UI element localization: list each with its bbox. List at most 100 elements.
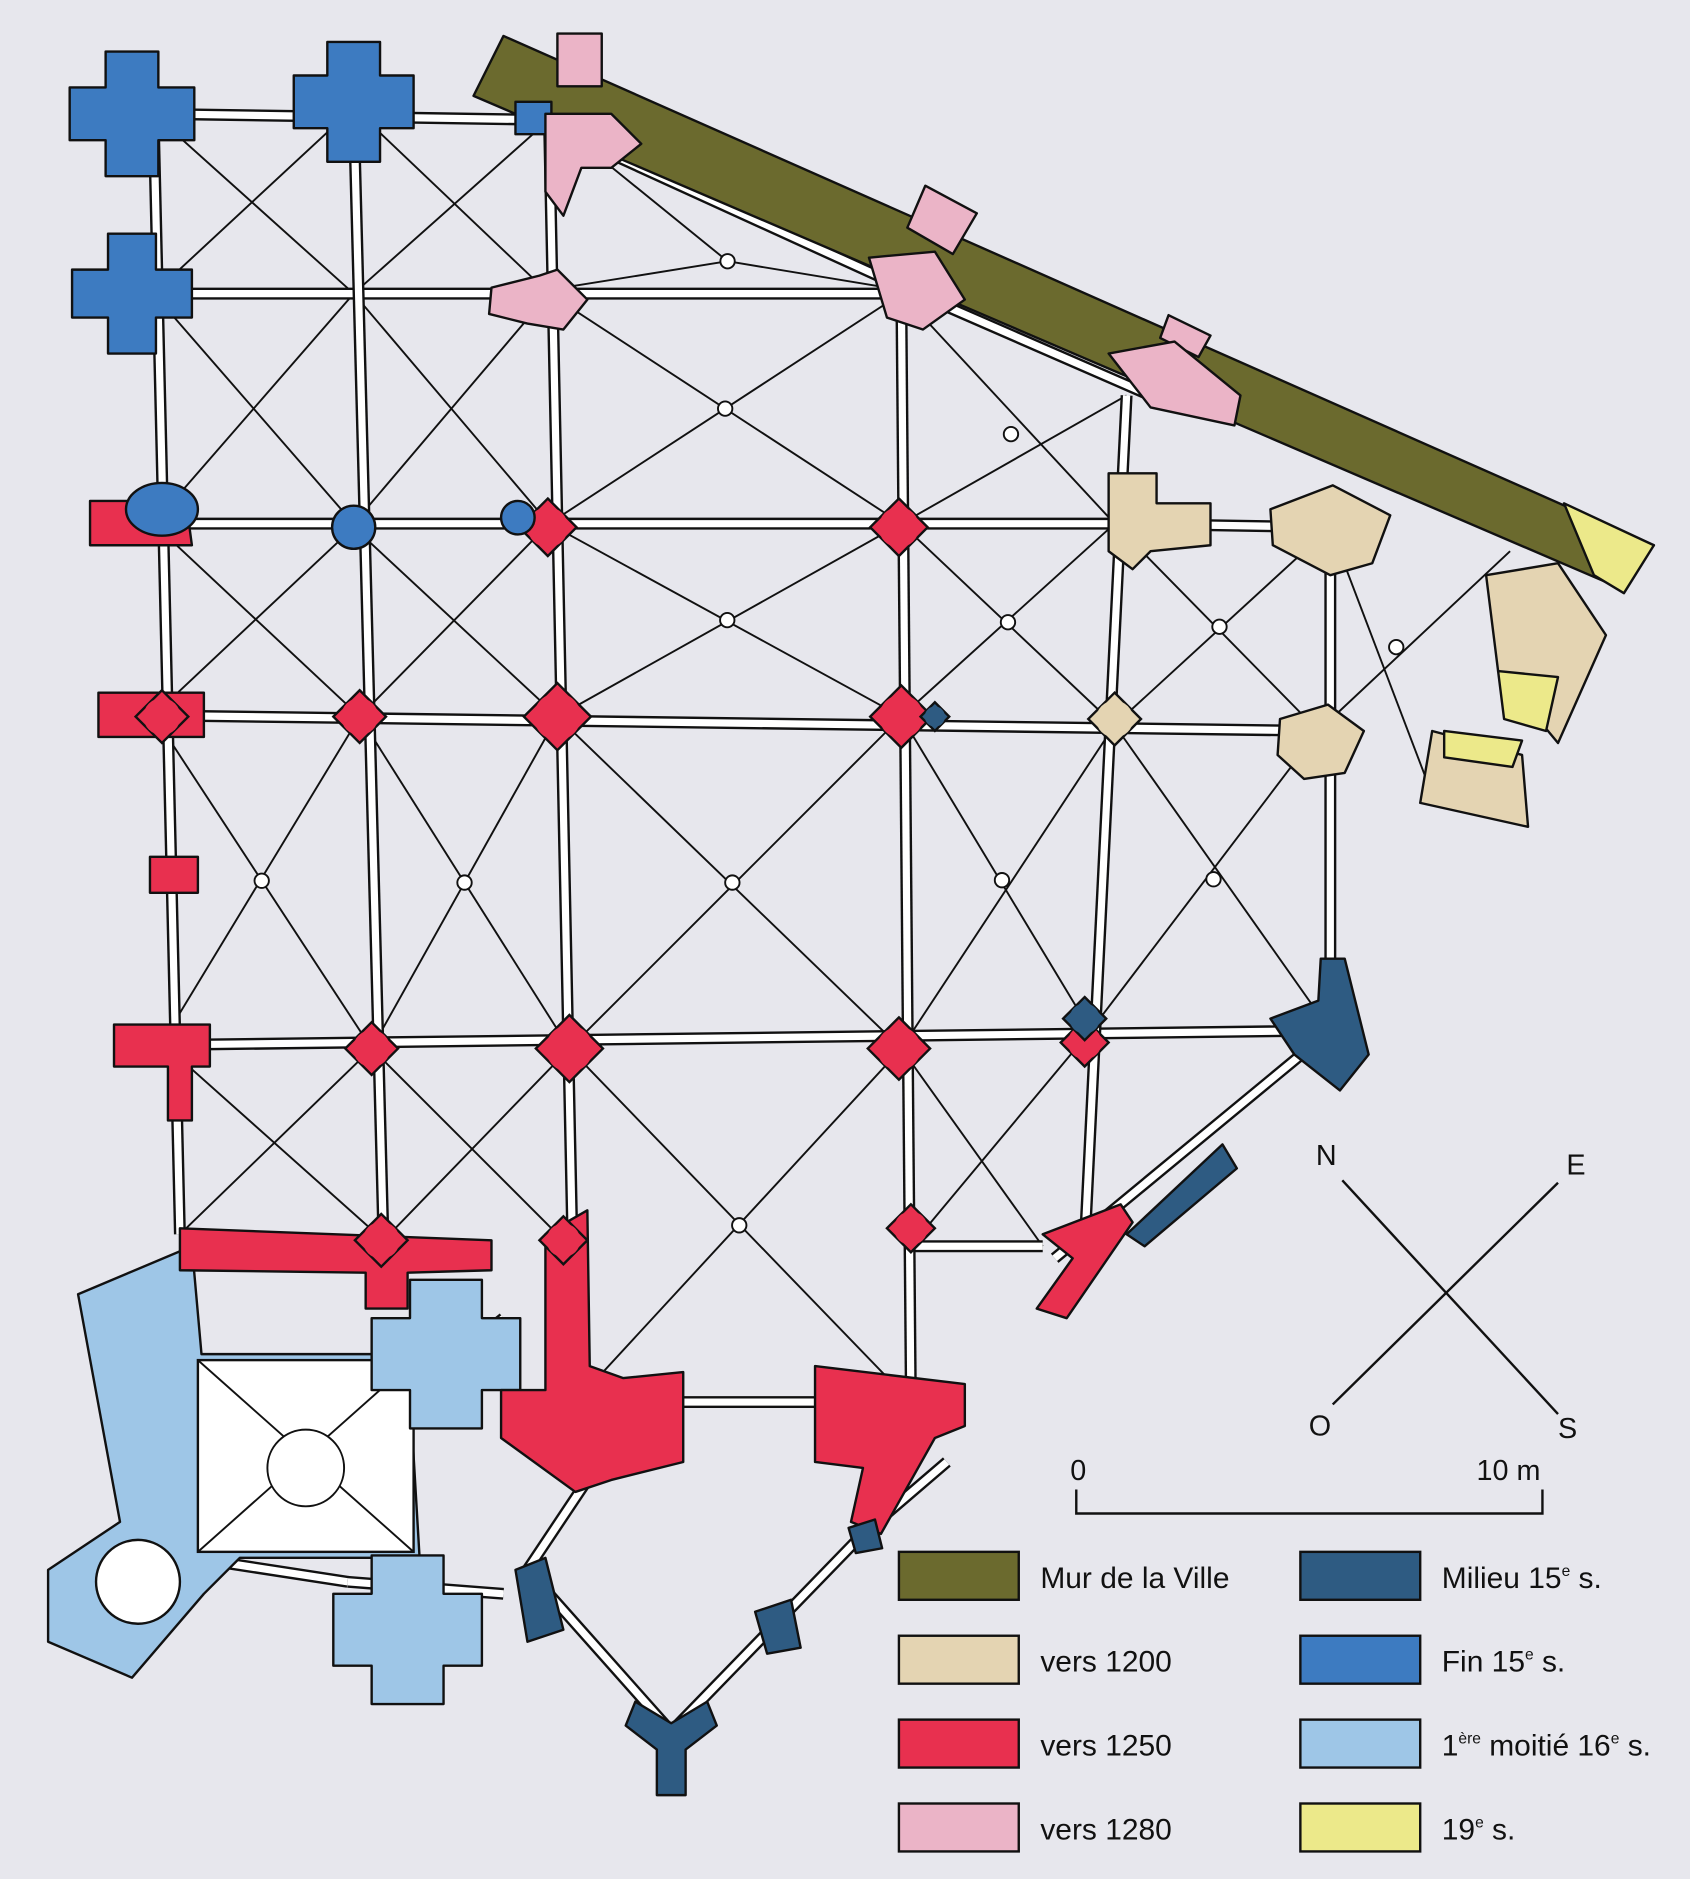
arch [524, 1477, 591, 1572]
pier-1280 [1107, 340, 1242, 427]
vault-rib [900, 292, 1116, 525]
legend-label-text: vers 1200 [1040, 1646, 1171, 1679]
vault-rib [152, 292, 355, 525]
vault-boss [456, 874, 473, 891]
pink-wall-block [1158, 313, 1212, 359]
vault-rib [353, 526, 559, 718]
vault-rib [900, 1047, 1044, 1247]
vault-boss [1205, 871, 1222, 888]
vault-boss [993, 872, 1011, 889]
vault-rib [179, 1047, 373, 1235]
scale-bar-line [1075, 1489, 1544, 1515]
pier-fin-15th [124, 481, 200, 537]
wall-1200 [1484, 562, 1608, 745]
legend-label-superscript: e [1562, 1563, 1571, 1580]
tower-buttress [332, 1554, 484, 1706]
vault-boss [719, 253, 736, 270]
vault-boss [253, 872, 270, 889]
legend-label-text: s. [1484, 1813, 1516, 1846]
legend-label: vers 1250 [1040, 1730, 1171, 1763]
arch [915, 290, 1153, 399]
pier-milieu-15th-core [1069, 1003, 1100, 1034]
vault-rib [727, 260, 888, 289]
legend-label-superscript: e [1611, 1731, 1620, 1748]
legend-label-superscript: e [1475, 1814, 1484, 1831]
pier-1250-core [143, 698, 181, 736]
legend-swatch [897, 1718, 1020, 1769]
pier-milieu-15th [514, 1556, 565, 1643]
compass-eo-line [1331, 1181, 1559, 1406]
pier-1250-core [341, 698, 379, 736]
vault-rib [370, 1047, 571, 1247]
pier-1280 [487, 268, 589, 331]
legend-label: vers 1200 [1040, 1646, 1171, 1679]
legend-item-vers1200: vers 1200 [897, 1634, 1172, 1685]
legend-item-milieu15: Milieu 15e s. [1299, 1550, 1602, 1601]
legend-swatch [1299, 1718, 1422, 1769]
legend-label-text: 19 [1442, 1813, 1475, 1846]
tower-oculus [266, 1428, 346, 1508]
vault-rib [563, 260, 728, 289]
legend-label-text: Fin 15 [1442, 1646, 1525, 1679]
pier-1250-core [1067, 1025, 1102, 1060]
vault-ribs [152, 107, 1511, 1403]
vault-rib [352, 292, 550, 525]
compass-north: N [1316, 1140, 1337, 1172]
city-wall [472, 34, 1656, 589]
legend-label-text: Mur de la Ville [1040, 1562, 1229, 1595]
pier-1280 [544, 112, 643, 217]
legend-swatch [1299, 1802, 1422, 1853]
vault-boss [717, 400, 734, 417]
wall-19th-c [1442, 729, 1524, 769]
scale-start: 0 [1070, 1455, 1086, 1487]
legend-swatch [897, 1802, 1020, 1853]
vault-rib [353, 119, 550, 295]
vault-rib [900, 724, 1116, 1050]
legend-swatch [897, 1550, 1020, 1601]
legend-label-superscript: ère [1458, 1731, 1481, 1748]
pier-1250-core [362, 1221, 400, 1259]
pier-1250-core [545, 1025, 593, 1073]
pier-1250 [112, 1023, 212, 1122]
legend-label: Mur de la Ville [1040, 1562, 1229, 1595]
legend-label-text: 1 [1442, 1730, 1459, 1763]
legend-label: 1ère moitié 16e s. [1442, 1730, 1651, 1763]
vault-boss [1211, 618, 1228, 635]
legend-swatch [897, 1634, 1020, 1685]
scale-bar: 0 10 m [1070, 1455, 1544, 1515]
legend-label: Fin 15e s. [1442, 1646, 1565, 1679]
pier-1250-core [877, 1026, 921, 1071]
legend-label-text: vers 1250 [1040, 1730, 1171, 1763]
pier-fin-15th [68, 50, 196, 178]
legend-item-vers1250: vers 1250 [897, 1718, 1172, 1769]
vault-boss [719, 611, 736, 629]
wall-1250 [499, 1209, 685, 1494]
wall-1250 [178, 1227, 493, 1310]
vault-rib [382, 1047, 571, 1241]
pink-wall-block [556, 32, 603, 88]
legend-label-text: s. [1534, 1646, 1566, 1679]
vault-boss [999, 614, 1017, 631]
pier-1250-core [879, 694, 924, 739]
vault-rib [1113, 724, 1332, 1032]
compass-south: S [1558, 1413, 1577, 1445]
compass-west: O [1309, 1411, 1331, 1443]
vault-rib [358, 523, 550, 718]
vault-boss [1388, 638, 1405, 656]
pink-wall-block [906, 184, 979, 256]
pier-1250-core [546, 1223, 581, 1258]
pier-1280 [867, 250, 967, 331]
vault-rib [900, 716, 1092, 1032]
vault-rib [353, 107, 550, 295]
legend-label-text: s. [1570, 1562, 1602, 1595]
legend-label-text: moitié 16 [1481, 1730, 1611, 1763]
vault-rib [152, 522, 361, 718]
pier-milieu-15th [753, 1598, 802, 1655]
vault-rib [152, 526, 355, 717]
vault-rib [152, 107, 355, 295]
vault-rib [900, 394, 1128, 525]
vault-rib [152, 113, 355, 295]
legend-swatch [1299, 1550, 1422, 1601]
